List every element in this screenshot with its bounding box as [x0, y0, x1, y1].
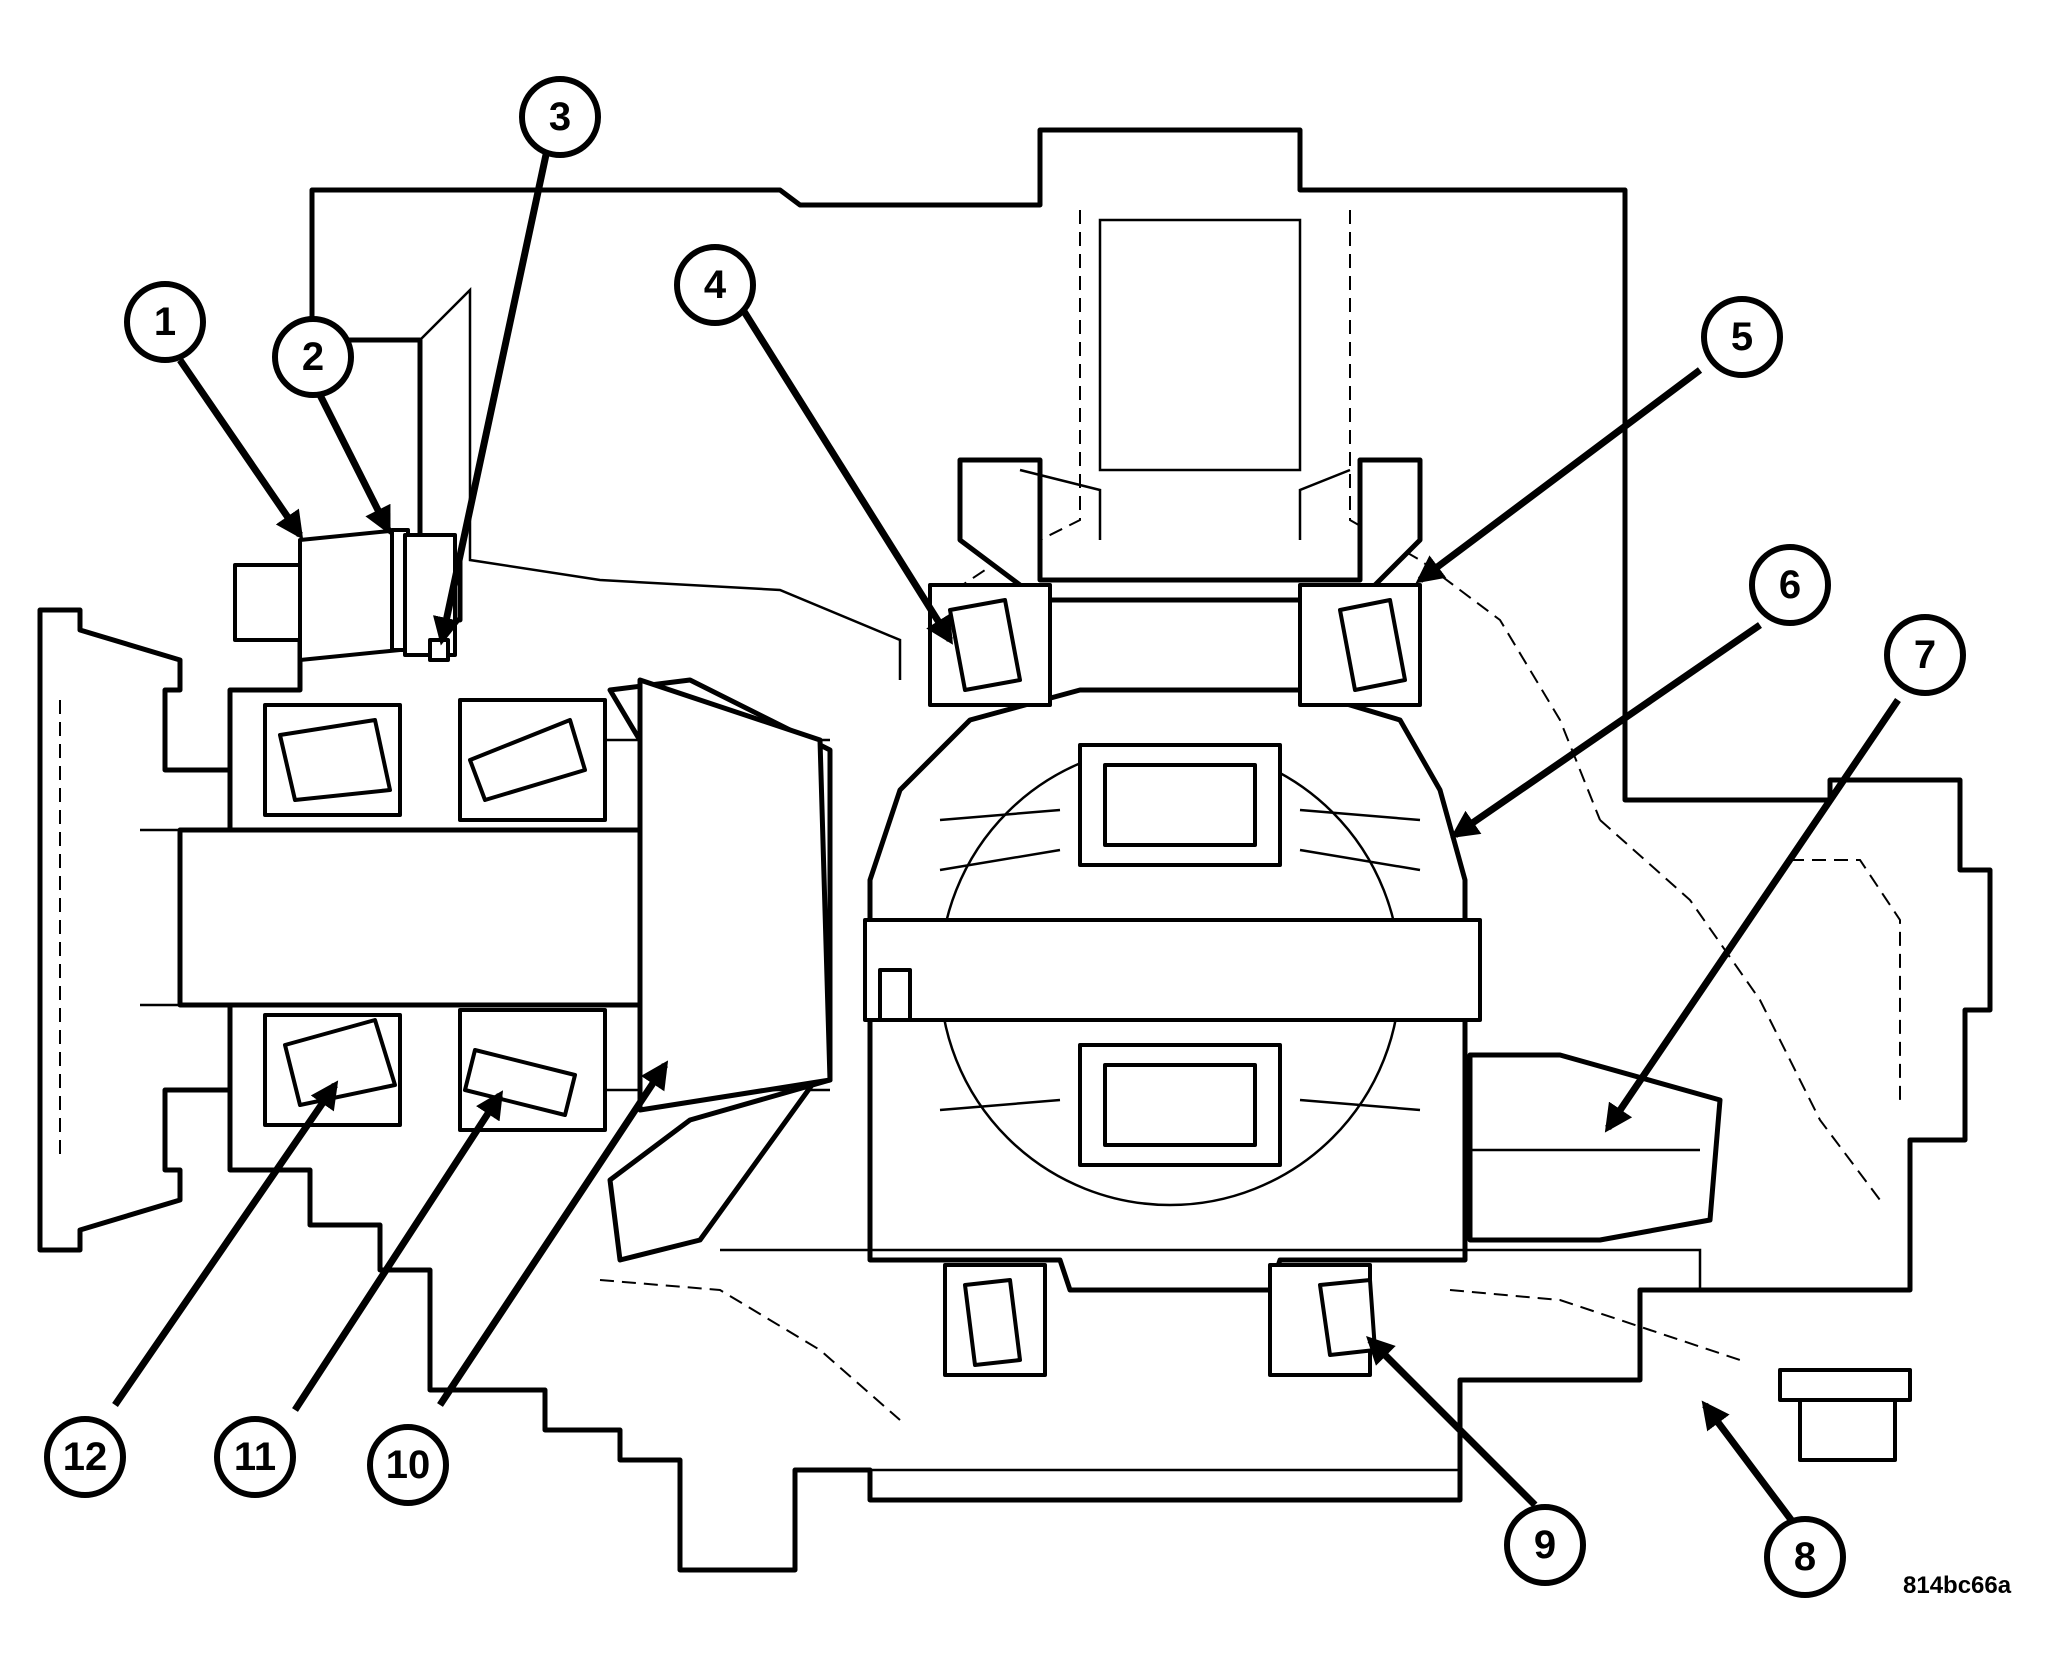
callout-12-label: 12: [63, 1435, 108, 1479]
callout-7: 7: [1884, 614, 1966, 696]
callout-2-label: 2: [302, 335, 324, 379]
differential-case: [863, 687, 1482, 1293]
callout-3: 3: [519, 76, 601, 158]
callout-8-label: 8: [1794, 1535, 1816, 1579]
callout-1: 1: [124, 281, 206, 363]
differential-bearing-lower-left: [943, 1263, 1047, 1377]
callout-6-label: 6: [1779, 563, 1801, 607]
ring-gear: [1467, 1052, 1723, 1243]
callout-5-label: 5: [1731, 315, 1753, 359]
figure-id: 814bc66a: [1903, 1572, 2012, 1599]
leader-lines: [112, 149, 1901, 1528]
collapsible-spacer: [403, 533, 457, 662]
differential-bearing-lower-right: [1268, 1263, 1377, 1377]
callout-6: 6: [1749, 544, 1831, 626]
callout-4-label: 4: [704, 263, 727, 307]
callout-8: 8: [1764, 1516, 1846, 1598]
callout-1-label: 1: [154, 300, 176, 344]
differential-cover: [720, 1248, 1702, 1472]
cover-bolt: [1778, 1368, 1912, 1462]
callout-4: 4: [674, 244, 756, 326]
callout-9: 9: [1504, 1504, 1586, 1586]
differential-bearing-upper-right: [1298, 583, 1422, 707]
callout-10: 10: [367, 1424, 449, 1506]
pinion-nut: [233, 528, 402, 662]
pinion-bearing-inner-lower: [458, 1008, 607, 1132]
callout-5: 5: [1701, 296, 1783, 378]
pinion-bearing-outer-lower: [263, 1013, 402, 1127]
callout-10-label: 10: [386, 1443, 431, 1487]
callout-2: 2: [272, 316, 354, 398]
callout-7-label: 7: [1914, 633, 1936, 677]
callout-3-label: 3: [549, 95, 571, 139]
pinion-bearing-inner-upper: [458, 698, 607, 822]
callout-12: 12: [44, 1416, 126, 1498]
differential-bearing-upper-left: [928, 583, 1052, 707]
pinion-gear: [607, 677, 833, 1263]
callout-11-label: 11: [234, 1435, 276, 1479]
pinion-bearing-outer-upper: [263, 703, 402, 817]
callout-9-label: 9: [1534, 1523, 1556, 1567]
callout-11: 11: [214, 1416, 296, 1498]
